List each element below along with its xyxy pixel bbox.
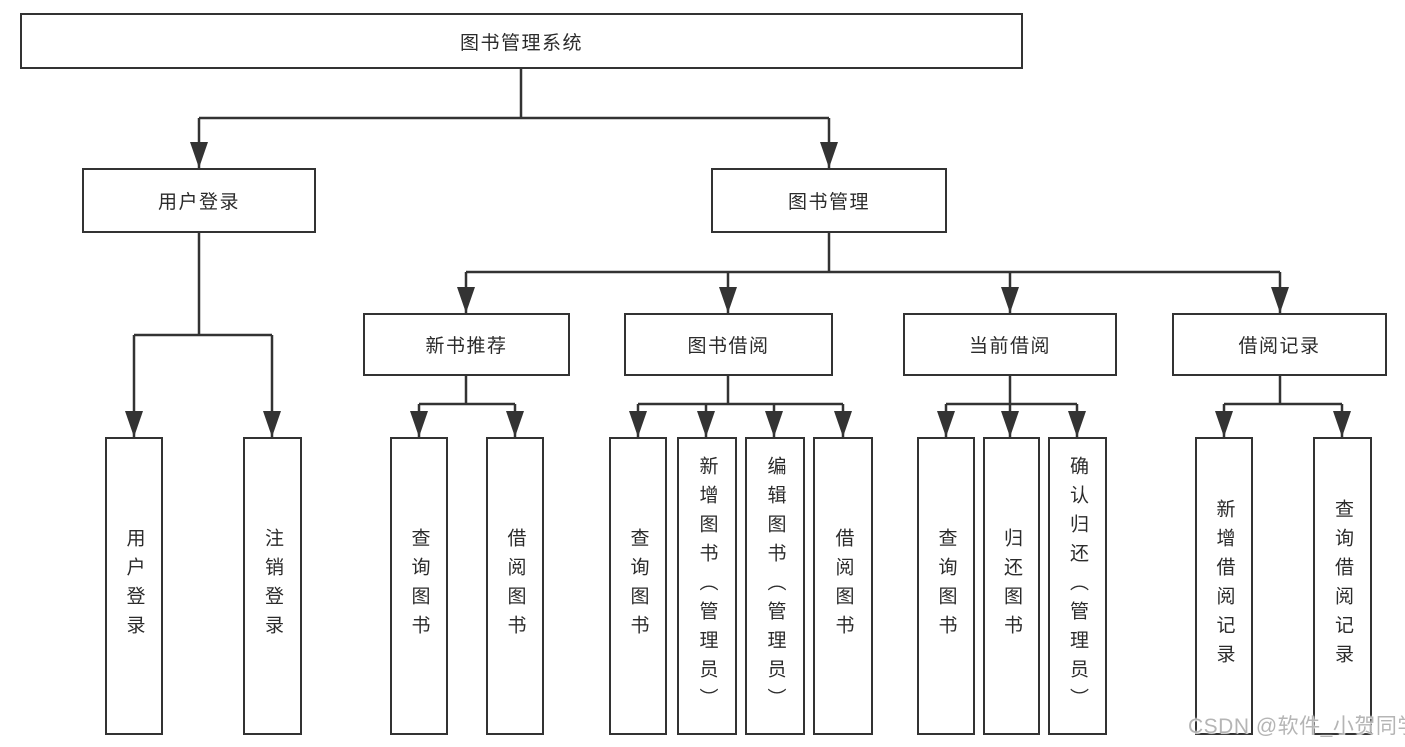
leaf-borrow-book-2: 借阅图书	[813, 437, 873, 735]
node-root-label: 图书管理系统	[459, 32, 583, 54]
node-book-mgmt-label: 图书管理	[787, 192, 870, 213]
node-book-mgmt: 图书管理	[711, 168, 947, 233]
node-book-borrow: 图书借阅	[624, 313, 833, 376]
leaf-logout: 注销登录	[243, 437, 302, 735]
leaf-query-borrow-record: 查询借阅记录	[1313, 437, 1372, 735]
leaf-edit-book-admin: 编辑图书（管理员）	[745, 437, 805, 735]
node-borrow-record-label: 借阅记录	[1238, 336, 1321, 357]
leaf-add-book-admin-label: 新增图书（管理员）	[696, 455, 718, 717]
leaf-user-login-label: 用户登录	[123, 528, 145, 644]
leaf-query-book-2: 查询图书	[609, 437, 667, 735]
leaf-return-book: 归还图书	[983, 437, 1040, 735]
leaf-query-book-1-label: 查询图书	[408, 528, 430, 644]
leaf-add-borrow-record: 新增借阅记录	[1195, 437, 1253, 735]
leaf-user-login: 用户登录	[105, 437, 163, 735]
leaf-borrow-book-2-label: 借阅图书	[832, 528, 854, 644]
leaf-edit-book-admin-label: 编辑图书（管理员）	[764, 455, 786, 717]
node-current-borrow-label: 当前借阅	[968, 336, 1051, 357]
node-book-borrow-label: 图书借阅	[687, 336, 770, 357]
leaf-add-borrow-record-label: 新增借阅记录	[1213, 499, 1235, 673]
leaf-return-book-label: 归还图书	[1001, 528, 1022, 644]
leaf-confirm-return-admin-label: 确认归还（管理员）	[1067, 455, 1088, 717]
node-new-book-recommend: 新书推荐	[363, 313, 570, 376]
leaf-query-book-1: 查询图书	[390, 437, 448, 735]
leaf-confirm-return-admin: 确认归还（管理员）	[1048, 437, 1107, 735]
node-current-borrow: 当前借阅	[903, 313, 1117, 376]
leaf-borrow-book-1-label: 借阅图书	[504, 528, 526, 644]
leaf-logout-label: 注销登录	[262, 528, 283, 644]
leaf-query-book-2-label: 查询图书	[627, 528, 649, 644]
node-user-login-label: 用户登录	[157, 192, 240, 213]
csdn-watermark: CSDN @软件_小贺同学	[1188, 715, 1405, 738]
node-root: 图书管理系统	[20, 13, 1023, 69]
leaf-add-book-admin: 新增图书（管理员）	[677, 437, 737, 735]
node-borrow-record: 借阅记录	[1172, 313, 1387, 376]
node-new-book-recommend-label: 新书推荐	[425, 336, 508, 357]
leaf-query-book-3-label: 查询图书	[935, 528, 957, 644]
leaf-query-borrow-record-label: 查询借阅记录	[1332, 499, 1353, 673]
node-user-login: 用户登录	[82, 168, 316, 233]
leaf-query-book-3: 查询图书	[917, 437, 975, 735]
leaf-borrow-book-1: 借阅图书	[486, 437, 544, 735]
